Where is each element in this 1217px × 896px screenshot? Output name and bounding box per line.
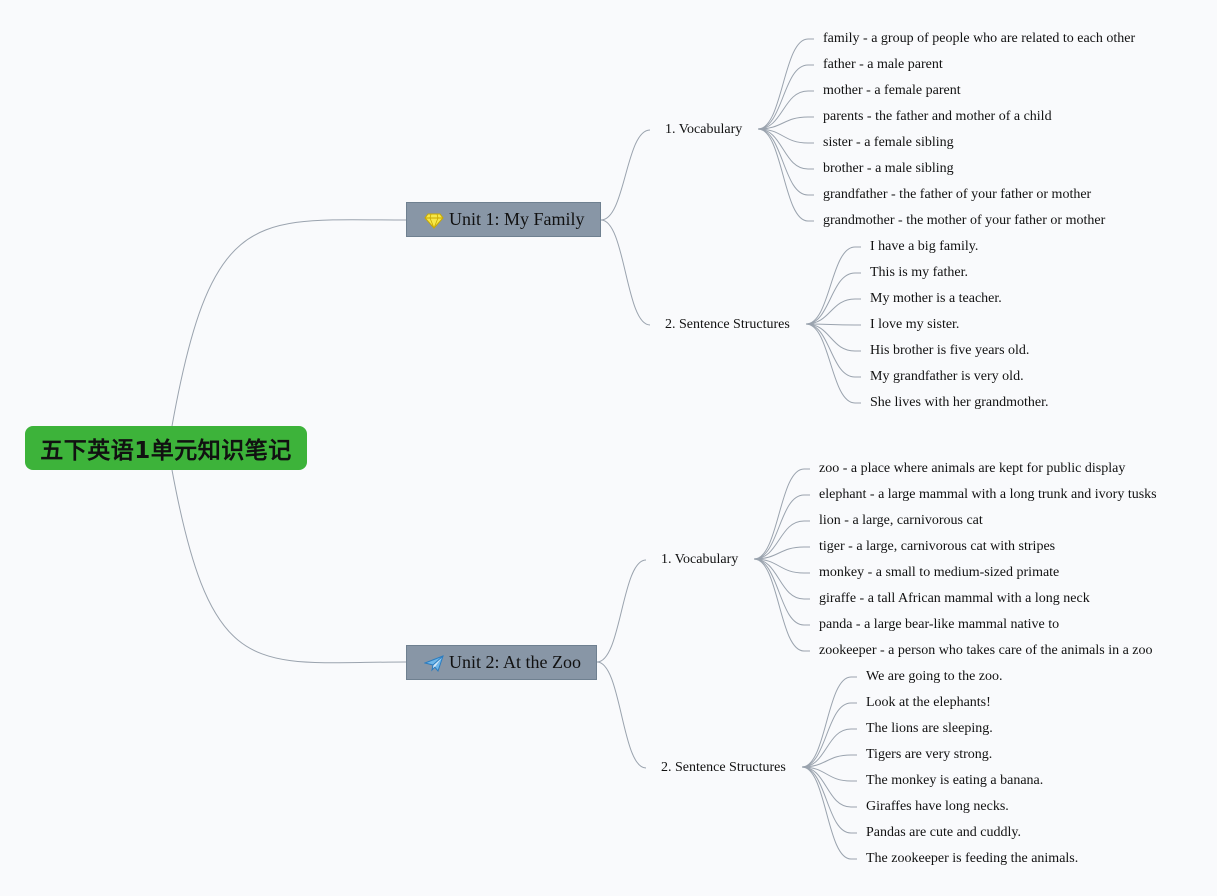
list-item: grandmother - the mother of your father … (823, 213, 1106, 228)
list-item: monkey - a small to medium-sized primate (819, 565, 1060, 580)
unit-1-to-vocab-line (600, 129, 651, 221)
leaf-connector-line (753, 558, 805, 652)
root-node[interactable]: 五下英语1单元知识笔记 (25, 426, 307, 470)
leaf-connector-line (753, 546, 805, 560)
leaf-connector-line (753, 468, 805, 560)
list-item: The lions are sleeping. (866, 721, 993, 736)
leaf-connector-line (757, 38, 809, 130)
leaf-connector-line (801, 766, 852, 808)
list-item: sister - a female sibling (823, 135, 954, 150)
leaf-connector-line (753, 494, 805, 560)
list-item: parents - the father and mother of a chi… (823, 109, 1052, 124)
paper-plane-icon (424, 653, 444, 673)
list-item: lion - a large, carnivorous cat (819, 513, 983, 528)
leaf-connector-line (757, 128, 809, 222)
unit-1-sentences-section[interactable]: 2. Sentence Structures (665, 317, 790, 332)
root-title: 五下英语1单元知识笔记 (40, 438, 292, 464)
leaf-connector-line (805, 272, 856, 325)
list-item: tiger - a large, carnivorous cat with st… (819, 539, 1056, 554)
leaf-connector-line (753, 558, 805, 626)
list-item: panda - a large bear-like mammal native … (819, 617, 1060, 632)
list-item: The zookeeper is feeding the animals. (866, 851, 1079, 866)
unit-2-sentences-section[interactable]: 2. Sentence Structures (661, 760, 786, 775)
leaf-connector-line (805, 323, 856, 378)
list-item: The monkey is eating a banana. (866, 773, 1044, 788)
list-item: His brother is five years old. (870, 343, 1030, 358)
list-item: I have a big family. (870, 239, 979, 254)
unit-2-to-vocab-line (596, 559, 647, 663)
leaf-connector-line (757, 64, 809, 130)
leaf-connector-line (805, 298, 856, 325)
list-item: family - a group of people who are relat… (823, 31, 1136, 46)
leaf-connector-line (801, 754, 852, 768)
list-item: This is my father. (870, 265, 968, 280)
unit-2-vocabulary-section[interactable]: 1. Vocabulary (661, 552, 739, 567)
unit-1-node[interactable]: Unit 1: My Family (406, 202, 601, 237)
leaf-connector-line (801, 702, 852, 768)
leaf-connector-line (753, 520, 805, 560)
leaf-connector-line (805, 246, 856, 325)
list-item: father - a male parent (823, 57, 943, 72)
list-item: We are going to the zoo. (866, 669, 1003, 684)
list-item: Look at the elephants! (866, 695, 991, 710)
list-item: I love my sister. (870, 317, 960, 332)
unit-2-title: Unit 2: At the Zoo (449, 652, 581, 672)
leaf-connector-line (757, 128, 809, 170)
root-to-unit-2-line (171, 469, 407, 664)
leaf-connector-line (757, 116, 809, 130)
leaf-connector-line (801, 728, 852, 768)
list-item: giraffe - a tall African mammal with a l… (819, 591, 1090, 606)
list-item: elephant - a large mammal with a long tr… (819, 487, 1157, 502)
list-item: mother - a female parent (823, 83, 961, 98)
list-item: My mother is a teacher. (870, 291, 1002, 306)
leaf-connector-line (753, 558, 805, 600)
unit-1-title: Unit 1: My Family (449, 209, 585, 229)
leaf-connector-line (757, 128, 809, 196)
list-item: She lives with her grandmother. (870, 395, 1049, 410)
leaf-connector-line (801, 766, 852, 834)
list-item: My grandfather is very old. (870, 369, 1024, 384)
leaf-connector-line (805, 323, 856, 404)
list-item: zoo - a place where animals are kept for… (819, 461, 1126, 476)
list-item: brother - a male sibling (823, 161, 954, 176)
leaf-connector-line (805, 323, 856, 352)
list-item: zookeeper - a person who takes care of t… (819, 643, 1153, 658)
list-item: Tigers are very strong. (866, 747, 993, 762)
unit-1-to-sentences-line (600, 219, 651, 326)
leaf-connector-line (801, 766, 852, 860)
unit-2-node[interactable]: Unit 2: At the Zoo (406, 645, 597, 680)
root-to-unit-1-line (171, 219, 407, 427)
list-item: Pandas are cute and cuddly. (866, 825, 1021, 840)
leaf-connector-line (801, 676, 852, 768)
list-item: Giraffes have long necks. (866, 799, 1009, 814)
list-item: grandfather - the father of your father … (823, 187, 1092, 202)
unit-2-to-sentences-line (596, 661, 647, 769)
diamond-icon (424, 210, 444, 230)
unit-1-vocabulary-section[interactable]: 1. Vocabulary (665, 122, 743, 137)
leaf-connector-line (757, 90, 809, 130)
